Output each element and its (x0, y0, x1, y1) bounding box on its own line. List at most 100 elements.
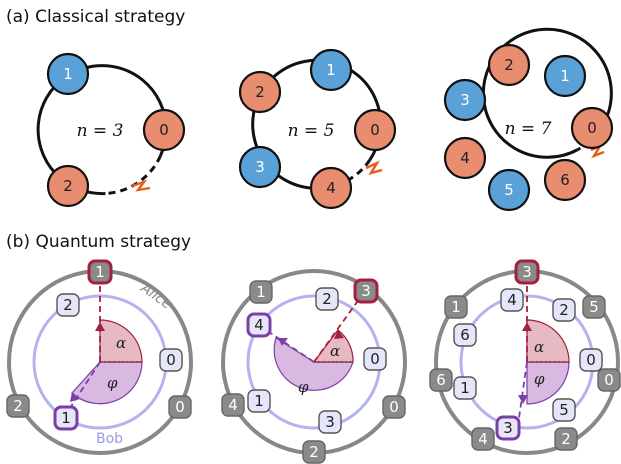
phi-angle (71, 361, 143, 405)
alice-card-label: 2 (13, 397, 23, 415)
node-label: 5 (504, 181, 514, 199)
bob-card-label: 4 (507, 291, 517, 309)
alpha-angle (99, 319, 143, 363)
node-3 (443, 78, 487, 122)
node-5 (487, 168, 531, 212)
classical-diagram-n7: 0 1 2 3 4 5 6 n = 7 (443, 27, 614, 212)
alice-arrow-icon (522, 322, 532, 331)
alice-label: Alice (137, 280, 175, 313)
bob-card-label: 0 (370, 350, 380, 368)
node-label: 0 (370, 121, 380, 139)
bob-card-label: 1 (254, 392, 264, 410)
alice-card (168, 395, 192, 419)
alice-arrow-icon (334, 330, 344, 339)
classical-ring-n7 (481, 27, 613, 159)
bob-card (159, 348, 183, 372)
bob-arrow-icon (518, 395, 528, 404)
node-label: 3 (255, 158, 265, 176)
node-2 (238, 70, 282, 114)
n-label: n = 3 (77, 121, 124, 141)
bob-card-label: 3 (503, 419, 513, 437)
quantum-diagram-n7: α φ 1 3 5 0 2 4 6 4 2 0 5 3 1 6 (429, 259, 621, 455)
node-1 (46, 52, 90, 96)
alpha-label: α (330, 342, 340, 360)
alice-card (554, 427, 578, 451)
bob-card (363, 347, 387, 371)
node-label: 4 (460, 149, 470, 167)
bob-arrow-icon (70, 392, 80, 402)
alice-card-label: 2 (309, 443, 319, 461)
bob-card (552, 398, 576, 422)
node-label: 2 (255, 83, 265, 101)
alice-card-label: 3 (522, 263, 532, 281)
bob-card-label: 1 (61, 409, 71, 427)
node-4 (443, 136, 487, 180)
node-label: 2 (63, 177, 73, 195)
bob-card-label: 2 (559, 301, 569, 319)
classical-diagram-n5: 0 1 2 3 4 n = 5 (238, 48, 397, 210)
alice-card-label: 0 (604, 371, 614, 389)
phi-angle (526, 361, 570, 405)
bob-card (552, 298, 576, 322)
lightning-icon (365, 160, 383, 175)
alpha-label: α (534, 338, 544, 356)
node-0 (353, 108, 397, 152)
alice-card (582, 295, 606, 319)
bob-card-label: 2 (322, 290, 332, 308)
broken-edge-n3 (105, 155, 162, 195)
bob-card (453, 323, 477, 347)
bob-card (247, 389, 271, 413)
alice-arrow-icon (95, 322, 105, 331)
alice-card (382, 395, 406, 419)
bob-card-label: 0 (586, 351, 596, 369)
lightning-icon (131, 179, 151, 192)
alice-card-highlighted (353, 278, 379, 304)
phi-label: φ (534, 370, 545, 388)
alice-card-label: 1 (95, 263, 105, 281)
bob-card-highlighted (495, 415, 521, 441)
bob-card (500, 288, 524, 312)
node-1 (543, 54, 587, 98)
classical-strategy-title: (a) Classical strategy (6, 7, 185, 27)
alice-card-label: 1 (451, 298, 461, 316)
alice-card-highlighted (514, 259, 540, 285)
node-3 (238, 145, 282, 189)
node-0 (570, 106, 614, 150)
alice-card-label: 1 (256, 283, 266, 301)
node-label: 2 (504, 56, 514, 74)
bob-card-label: 0 (166, 351, 176, 369)
node-label: 0 (159, 121, 169, 139)
node-label: 1 (326, 61, 336, 79)
bob-card (56, 293, 80, 317)
node-4 (309, 166, 353, 210)
bob-card-label: 4 (254, 316, 264, 334)
alice-card-label: 4 (228, 396, 238, 414)
bob-card-label: 3 (325, 413, 335, 431)
alice-card-label: 5 (589, 298, 599, 316)
classical-diagram-n3: 0 1 2 n = 3 (36, 52, 186, 208)
alice-card-label: 6 (436, 371, 446, 389)
bob-card-label: 2 (63, 296, 73, 314)
alice-card-label: 4 (478, 430, 488, 448)
node-0 (142, 108, 186, 152)
alice-card-label: 0 (389, 398, 399, 416)
alice-card-label: 2 (561, 430, 571, 448)
bob-arrow-icon (278, 338, 288, 346)
node-2 (487, 43, 531, 87)
n-label: n = 7 (505, 119, 552, 139)
alice-card (429, 368, 453, 392)
phi-label: φ (107, 374, 118, 392)
alice-card-label: 3 (361, 282, 371, 300)
alice-card (444, 295, 468, 319)
n-label: n = 5 (288, 121, 335, 141)
bob-direction (518, 361, 528, 419)
bob-card-label: 6 (460, 326, 470, 344)
bob-card (579, 348, 603, 372)
bob-card-highlighted (246, 312, 272, 338)
node-6 (543, 158, 587, 202)
phi-angle (273, 337, 354, 391)
node-label: 6 (560, 171, 570, 189)
alice-card (302, 440, 326, 464)
bob-card-highlighted (53, 405, 79, 431)
